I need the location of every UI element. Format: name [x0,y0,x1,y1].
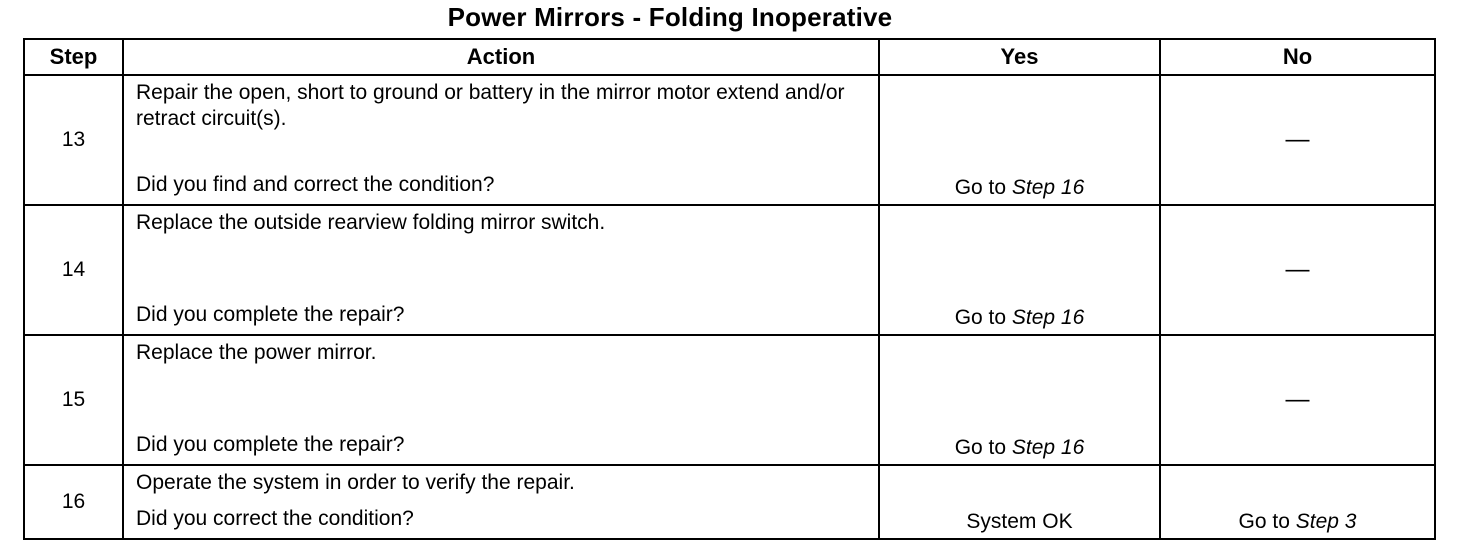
header-no: No [1159,38,1436,76]
action-cell: Replace the power mirror. Did you comple… [122,334,880,466]
step-number: 15 [23,334,124,466]
no-prefix: Go to [1238,510,1296,533]
yes-prefix: Go to [954,436,1012,459]
yes-cell: System OK [878,464,1161,540]
diagnostic-table: Step Action Yes No 13 Repair the open, s… [23,38,1436,540]
action-text: Operate the system in order to verify th… [136,471,575,494]
header-yes: Yes [878,38,1161,76]
yes-prefix: Go to [954,176,1012,199]
no-cell: — [1159,334,1436,466]
page-title: Power Mirrors - Folding Inoperative [447,2,893,32]
action-cell: Operate the system in order to verify th… [122,464,880,540]
action-cell: Repair the open, short to ground or batt… [122,74,880,206]
header-step: Step [23,38,124,76]
step-number: 14 [23,204,124,336]
action-cell: Replace the outside rearview folding mir… [122,204,880,336]
action-question: Did you correct the condition? [136,507,414,530]
table-row: 16 Operate the system in order to verify… [23,464,1436,540]
step-number: 16 [23,464,124,540]
table-row: 13 Repair the open, short to ground or b… [23,74,1436,206]
no-cell: — [1159,74,1436,206]
table-row: 14 Replace the outside rearview folding … [23,204,1436,336]
yes-cell: Go to Step 16 [878,334,1161,466]
yes-step-link[interactable]: Step 16 [1011,176,1085,199]
action-question: Did you find and correct the condition? [136,173,495,196]
header-action: Action [122,38,880,76]
action-text: Repair the open, short to ground or batt… [136,81,845,130]
action-text: Replace the power mirror. [136,341,377,364]
action-question: Did you complete the repair? [136,303,405,326]
yes-cell: Go to Step 16 [878,204,1161,336]
yes-step-link[interactable]: Step 16 [1011,306,1085,329]
action-question: Did you complete the repair? [136,433,405,456]
yes-step-link[interactable]: Step 16 [1011,436,1085,459]
action-text: Replace the outside rearview folding mir… [136,211,606,234]
yes-prefix: Go to [954,306,1012,329]
step-number: 13 [23,74,124,206]
no-step-link[interactable]: Step 3 [1295,510,1357,533]
no-cell: — [1159,204,1436,336]
yes-cell: Go to Step 16 [878,74,1161,206]
no-cell: Go to Step 3 [1159,464,1436,540]
table-row: 15 Replace the power mirror. Did you com… [23,334,1436,466]
table-header-row: Step Action Yes No [23,38,1436,76]
